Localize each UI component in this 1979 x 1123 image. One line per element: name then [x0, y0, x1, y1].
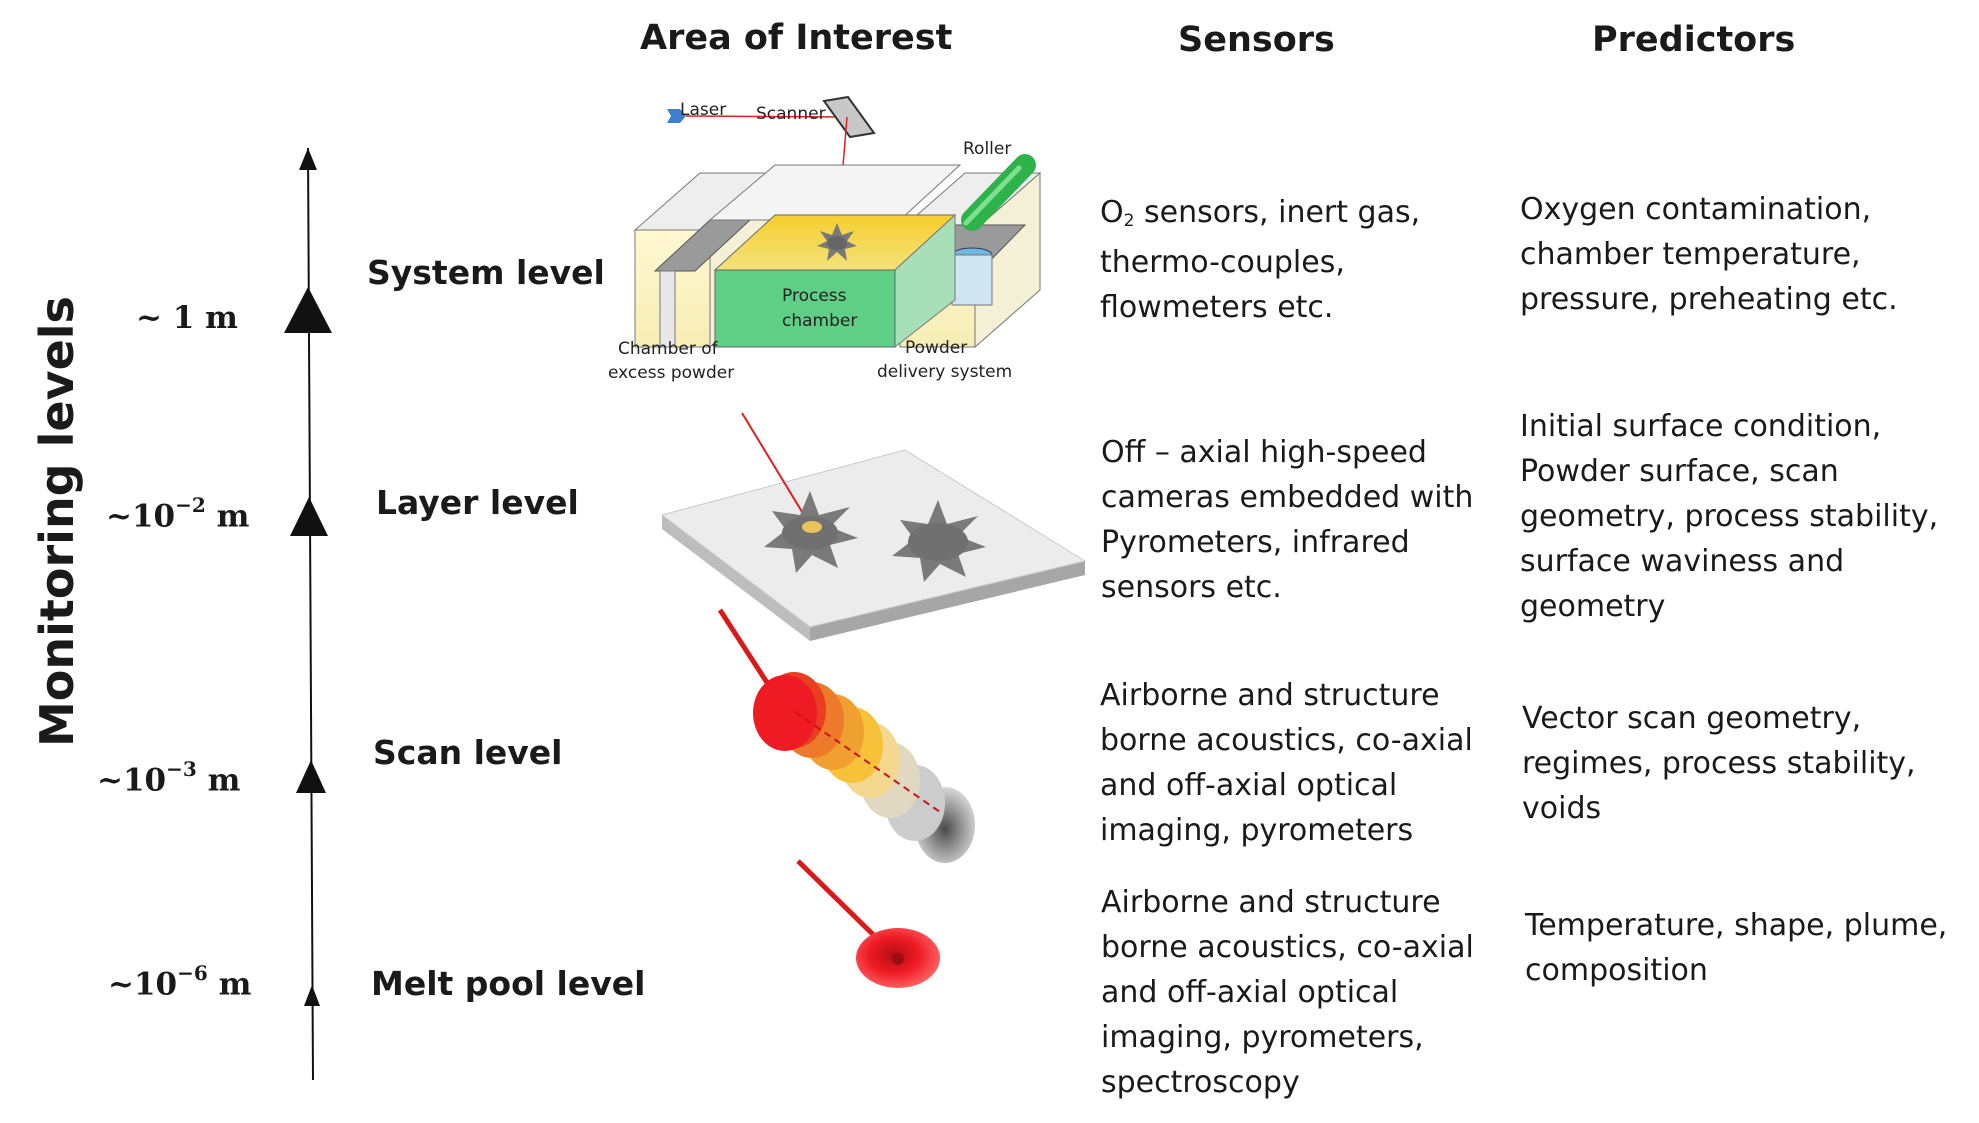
laser-beam	[685, 115, 848, 118]
scan-level-triangle	[296, 760, 326, 793]
level-name-scan: Scan level	[373, 733, 563, 772]
layer-level-diagram	[660, 412, 1087, 641]
label-scanner: Scanner	[756, 104, 826, 124]
sensors-scan-line-1: Airborne and structure	[1100, 678, 1440, 713]
sensors-layer-line-3: Pyrometers, infrared	[1101, 525, 1410, 560]
scale-scan-exponent: −3	[166, 757, 197, 781]
sensors-scan: Airborne and structure borne acoustics, …	[1100, 673, 1473, 853]
layer-level-triangle	[290, 497, 328, 536]
predictors-scan: Vector scan geometry, regimes, process s…	[1522, 696, 1916, 831]
layer-star-icon-2	[892, 500, 986, 582]
sensors-layer-line-2: cameras embedded with	[1101, 480, 1474, 515]
predictors-layer: Initial surface condition, Powder surfac…	[1520, 404, 1938, 629]
scale-melt-pool: ~10−6 m	[108, 961, 252, 1003]
header-predictors: Predictors	[1592, 20, 1796, 60]
scan-track-line	[794, 711, 941, 813]
scale-melt-pool-base: ~10	[108, 966, 178, 1003]
label-process-2: chamber	[782, 311, 857, 331]
sensors-melt-pool: Airborne and structure borne acoustics, …	[1101, 880, 1474, 1105]
sensors-melt-pool-line-5: spectroscopy	[1101, 1065, 1300, 1100]
predictors-system: Oxygen contamination, chamber temperatur…	[1520, 187, 1898, 322]
scale-layer-exponent: −2	[175, 493, 206, 517]
sensors-layer: Off – axial high-speed cameras embedded …	[1101, 430, 1473, 610]
scale-layer-unit: m	[216, 498, 250, 535]
predictors-layer-line-5: geometry	[1520, 589, 1666, 624]
scale-scan-unit: m	[207, 762, 241, 799]
predictors-system-line-1: Oxygen contamination,	[1520, 192, 1872, 227]
predictors-melt-pool-line-2: composition	[1525, 953, 1708, 988]
layer-laser-beam	[741, 412, 811, 526]
predictors-scan-line-3: voids	[1522, 791, 1602, 826]
process-chamber-box	[714, 269, 896, 348]
axis-title: Monitoring levels	[30, 296, 84, 747]
predictors-scan-line-2: regimes, process stability,	[1522, 746, 1916, 781]
scale-layer: ~10−2 m	[106, 493, 250, 535]
scanner-mirror-icon	[822, 95, 876, 139]
build-plate-side-left	[662, 515, 810, 641]
label-laser: Laser	[680, 100, 726, 120]
sensors-melt-pool-line-4: imaging, pyrometers,	[1101, 1020, 1424, 1055]
predictors-layer-line-1: Initial surface condition,	[1520, 409, 1882, 444]
axis-arrowhead	[299, 148, 317, 170]
sensors-melt-pool-line-2: borne acoustics, co-axial	[1101, 930, 1474, 965]
scale-scan: ~10−3 m	[97, 757, 241, 799]
system-level-diagram: Laser Scanner Roller Process chamber Cha…	[608, 95, 1042, 383]
predictors-system-line-2: chamber temperature,	[1520, 237, 1861, 272]
melt-pool-diagram	[796, 859, 940, 988]
sensors-system-line-3: flowmeters etc.	[1100, 290, 1334, 325]
sensors-system: O2 sensors, inert gas, thermo-couples, f…	[1100, 190, 1420, 330]
system-level-triangle	[284, 287, 332, 333]
predictors-system-line-3: pressure, preheating etc.	[1520, 282, 1898, 317]
sensors-scan-line-3: and off-axial optical	[1100, 768, 1398, 803]
axis-line	[307, 147, 314, 1081]
scale-system: ~ 1 m	[136, 300, 238, 336]
level-name-layer: Layer level	[376, 483, 579, 522]
predictors-layer-line-4: surface waviness and	[1520, 544, 1845, 579]
label-process-1: Process	[782, 286, 847, 306]
header-area-of-interest: Area of Interest	[640, 18, 953, 58]
header-sensors: Sensors	[1178, 20, 1335, 60]
level-name-melt-pool: Melt pool level	[371, 964, 646, 1003]
sensors-system-line-1: O2 sensors, inert gas,	[1100, 195, 1421, 231]
sensors-scan-line-4: imaging, pyrometers	[1100, 813, 1414, 848]
sensors-system-line-2: thermo-couples,	[1100, 245, 1345, 280]
predictors-scan-line-1: Vector scan geometry,	[1522, 701, 1862, 736]
monitoring-axis	[284, 147, 332, 1081]
predictors-layer-line-3: geometry, process stability,	[1520, 499, 1939, 534]
level-name-system: System level	[367, 253, 605, 292]
build-plate-side-right	[810, 561, 1085, 641]
scan-level-diagram	[717, 608, 975, 863]
scale-melt-pool-unit: m	[218, 966, 252, 1003]
scale-scan-base: ~10	[97, 762, 167, 799]
label-delivery-2: delivery system	[877, 362, 1012, 382]
build-plate-top	[660, 449, 1087, 628]
sensors-melt-pool-line-3: and off-axial optical	[1101, 975, 1399, 1010]
predictors-layer-line-2: Powder surface, scan	[1520, 454, 1839, 489]
sensors-layer-line-1: Off – axial high-speed	[1101, 435, 1427, 470]
melt-pool-level-triangle	[304, 985, 320, 1006]
scale-melt-pool-exponent: −6	[177, 961, 208, 985]
layer-star-icon-1	[764, 491, 858, 573]
label-excess-1: Chamber of	[618, 339, 719, 359]
sensors-melt-pool-line-1: Airborne and structure	[1101, 885, 1441, 920]
predictors-melt-pool-line-1: Temperature, shape, plume,	[1525, 908, 1948, 943]
label-excess-2: excess powder	[608, 363, 734, 383]
scale-layer-base: ~10	[106, 498, 176, 535]
process-star-icon	[817, 223, 857, 261]
label-delivery-1: Powder	[905, 338, 967, 358]
predictors-melt-pool: Temperature, shape, plume, composition	[1525, 903, 1947, 993]
sensors-layer-line-4: sensors etc.	[1101, 570, 1282, 605]
label-roller: Roller	[963, 139, 1011, 159]
sensors-scan-line-2: borne acoustics, co-axial	[1100, 723, 1473, 758]
laser-source-icon	[667, 109, 686, 123]
scan-melt-spot	[753, 675, 817, 751]
